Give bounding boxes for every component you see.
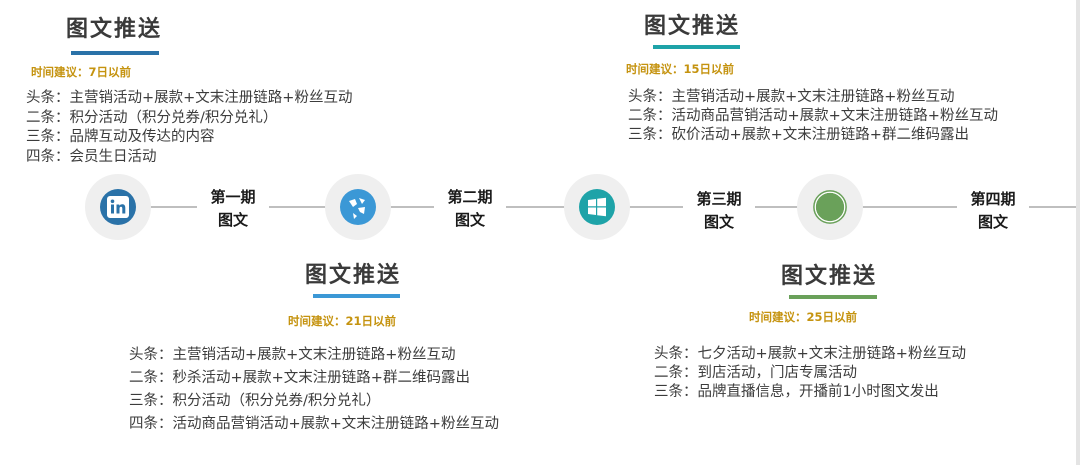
block-title: 图文推送	[66, 17, 163, 42]
period-type: 图文	[977, 213, 1008, 231]
period-name: 第一期	[210, 188, 256, 206]
period-name: 第四期	[970, 190, 1016, 208]
windows-icon	[579, 189, 615, 225]
list-item: 二条：到店活动，门店专属活动	[654, 365, 857, 381]
period-label-4: 第四期 图文	[957, 188, 1029, 234]
right-edge-border	[1076, 0, 1080, 465]
time-suggestion: 时间建议：7日以前	[31, 65, 132, 79]
user-icon	[812, 189, 848, 225]
period-label-1: 第一期 图文	[197, 186, 269, 232]
item-list: 头条：主营销活动+展款+文末注册链路+粉丝互动 二条：活动商品营销活动+展款+文…	[628, 88, 1038, 145]
list-item: 四条：活动商品营销活动+展款+文末注册链路+粉丝互动	[129, 416, 499, 432]
period-type: 图文	[703, 213, 734, 231]
list-item: 二条：积分活动（积分兑券/积分兑礼）	[26, 109, 278, 126]
list-item: 三条：品牌互动及传达的内容	[26, 129, 215, 145]
title-underline	[313, 294, 400, 298]
list-item: 头条：七夕活动+展款+文末注册链路+粉丝互动	[654, 346, 966, 362]
list-item: 头条：主营销活动+展款+文末注册链路+粉丝互动	[129, 347, 456, 363]
timeline-node-4	[797, 174, 863, 240]
timeline-node-1	[85, 174, 151, 240]
title-underline	[71, 51, 159, 55]
period-type: 图文	[217, 211, 248, 229]
list-item: 三条：砍价活动+展款+文末注册链路+群二维码露出	[628, 127, 969, 143]
time-suggestion: 时间建议：21日以前	[288, 314, 397, 328]
list-item: 头条：主营销活动+展款+文末注册链路+粉丝互动	[628, 89, 955, 105]
time-suggestion: 时间建议：15日以前	[626, 62, 735, 76]
list-item: 三条：积分活动（积分兑券/积分兑礼）	[129, 393, 381, 409]
timeline-connector	[770, 206, 1076, 208]
list-item: 二条：秒杀活动+展款+文末注册链路+群二维码露出	[129, 370, 470, 386]
period-label-3: 第三期 图文	[683, 188, 755, 234]
item-list: 头条：主营销活动+展款+文末注册链路+粉丝互动 二条：秒杀活动+展款+文末注册链…	[129, 344, 499, 436]
period-name: 第二期	[447, 188, 493, 206]
timeline-node-3	[564, 174, 630, 240]
period-label-2: 第二期 图文	[434, 186, 506, 232]
item-list: 头条：七夕活动+展款+文末注册链路+粉丝互动 二条：到店活动，门店专属活动 三条…	[654, 345, 966, 402]
period-type: 图文	[454, 211, 485, 229]
timeline-node-2	[325, 174, 391, 240]
linkedin-icon	[100, 189, 136, 225]
list-item: 头条：主营销活动+展款+文末注册链路+粉丝互动	[26, 90, 353, 106]
list-item: 二条：活动商品营销活动+展款+文末注册链路+粉丝互动	[628, 108, 998, 124]
list-item: 四条：会员生日活动	[26, 148, 157, 165]
block-title: 图文推送	[305, 263, 402, 288]
title-underline	[789, 295, 877, 299]
list-item: 三条：品牌直播信息，开播前1小时图文发出	[654, 384, 939, 400]
block-title: 图文推送	[644, 14, 741, 39]
title-underline	[653, 45, 740, 49]
block-title: 图文推送	[781, 264, 878, 289]
period-name: 第三期	[696, 190, 742, 208]
item-list: 头条：主营销活动+展款+文末注册链路+粉丝互动 二条：积分活动（积分兑券/积分兑…	[26, 89, 352, 167]
time-suggestion: 时间建议：25日以前	[749, 310, 858, 324]
globe-icon	[340, 189, 376, 225]
